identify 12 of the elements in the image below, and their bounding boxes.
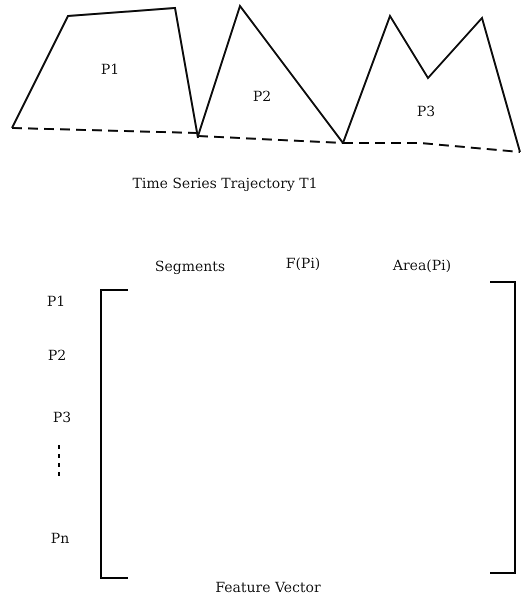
row-label: Pn [50,531,70,547]
row-label: P3 [52,410,72,426]
segment-label: P1 [100,62,120,78]
column-header: Segments [154,259,226,275]
segment-label: P2 [252,89,272,105]
caption: Feature Vector [215,580,321,596]
column-header: F(Pi) [286,256,320,272]
row-label: P1 [46,294,66,310]
row-label: P2 [48,348,66,364]
column-header: Area(Pi) [392,258,452,274]
segment-label: P3 [416,104,436,120]
caption: Time Series Trajectory T1 [132,176,318,192]
